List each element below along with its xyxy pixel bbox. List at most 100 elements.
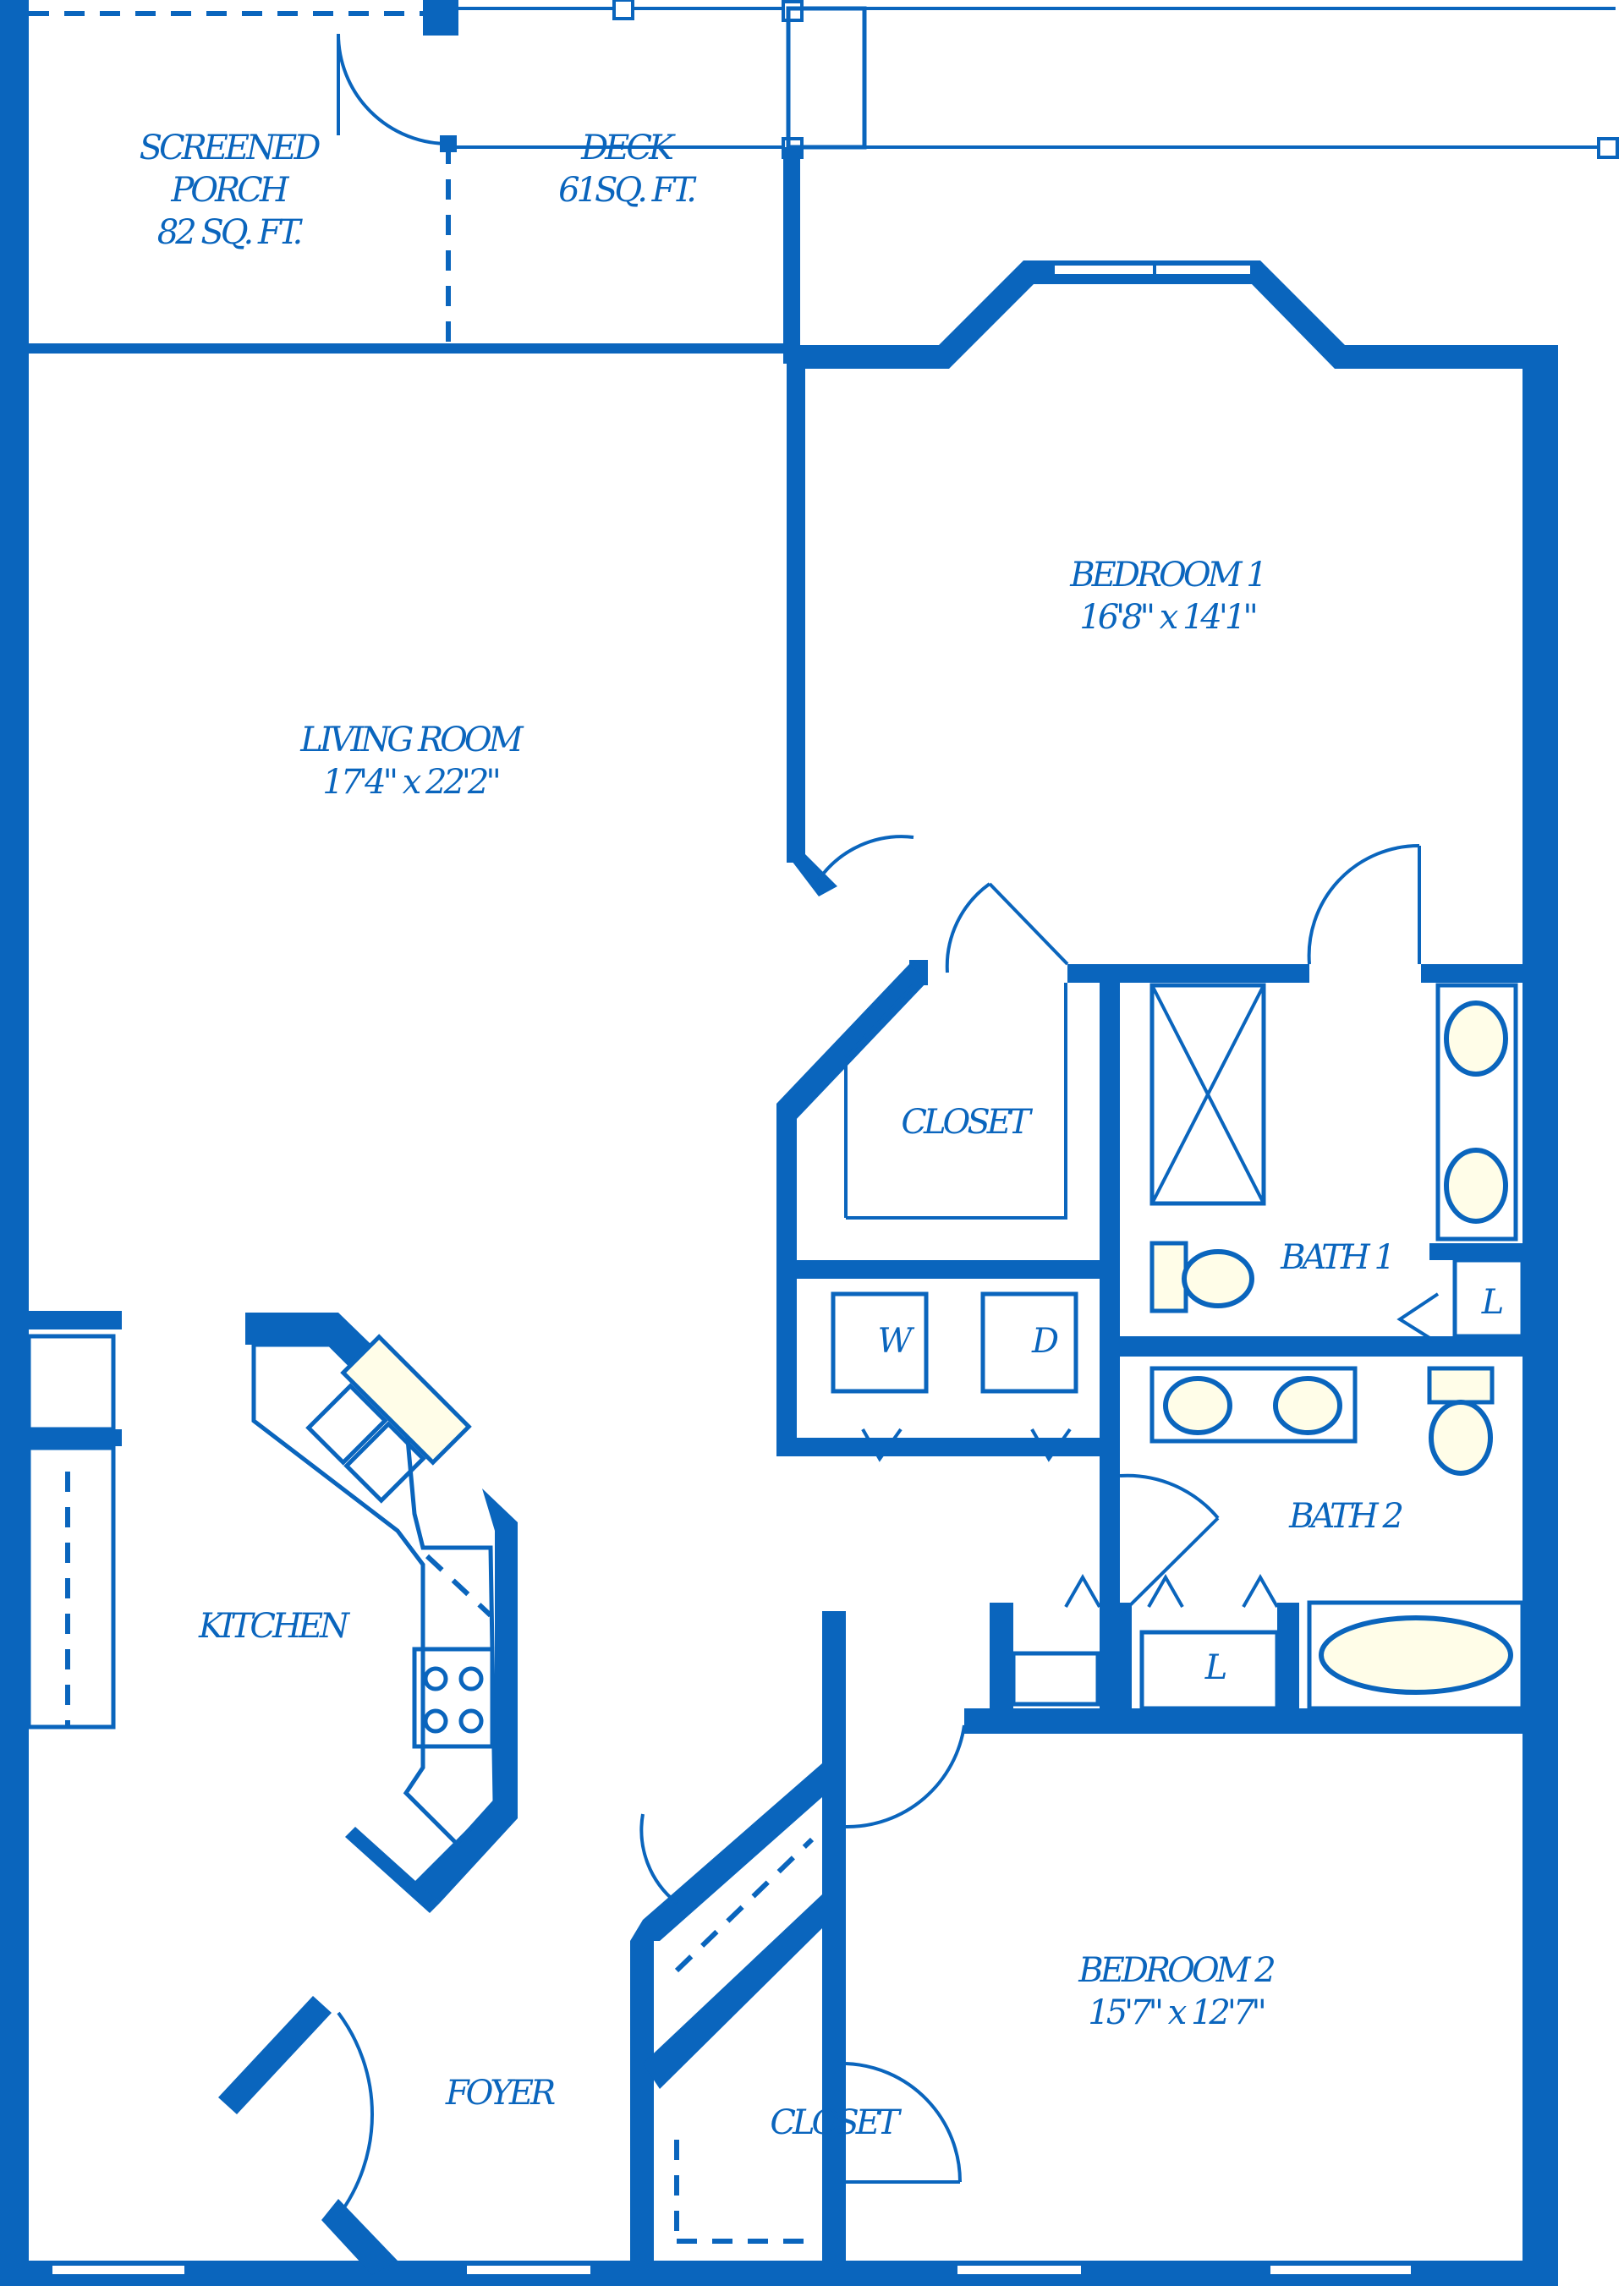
toilet-tank-bath2: [1427, 1366, 1495, 1405]
door-leaf-bath2: [1118, 1516, 1220, 1617]
wall-closet1-bottom: [795, 1260, 1116, 1279]
wall-bedroom1-bottom: [1067, 964, 1309, 983]
wall-bedroom2-left: [822, 1611, 846, 2286]
tub-basin-bath2: [1319, 1615, 1513, 1695]
kitchen-sink: [305, 1383, 426, 1504]
wall-kitchen-top: [29, 1311, 122, 1329]
sink-bath1-a: [1444, 1000, 1508, 1077]
door-arc-bath1: [1307, 843, 1420, 965]
kitchen-dash: [425, 1554, 493, 1618]
wall-peninsula-end: [345, 1827, 440, 1913]
label-bath1: BATH 1: [1281, 1236, 1396, 1279]
door-arc-bedroom1: [817, 835, 914, 881]
bath2-name: BATH 2: [1289, 1497, 1404, 1536]
label-living-room: LIVING ROOM 17'4" x 22'2": [300, 719, 523, 803]
wall-left-exterior: [0, 0, 29, 2286]
wall-porch-bottom: [29, 343, 790, 354]
wall-entry-diag: [218, 1996, 332, 2114]
toilet-tank-bath1: [1149, 1241, 1188, 1313]
wall-bedroom1-bay: [790, 260, 1556, 369]
linen-bath1-label: L: [1481, 1283, 1505, 1322]
kitchen-cabinet-upper: [26, 1334, 116, 1432]
bath2-fixtures: [1011, 1366, 1525, 1711]
washer: [831, 1291, 929, 1394]
living-room-dims: 17'4" x 22'2": [322, 763, 501, 802]
vanity-bath1: [1435, 983, 1518, 1242]
door-arc-entry: [337, 2011, 374, 2217]
foyer-name: FOYER: [445, 2074, 556, 2113]
sink-bath2-a: [1163, 1376, 1232, 1435]
screened-porch-area: 82 SQ. FT.: [156, 213, 304, 252]
closet2-rod-a: [674, 1837, 815, 1973]
bath1-name: BATH 1: [1281, 1238, 1396, 1277]
linen-door-bath2-c: [1242, 1573, 1279, 1608]
dishwasher: [340, 1334, 472, 1466]
shower-bath1: [1149, 983, 1266, 1206]
door-leaf-closet1: [988, 882, 1069, 966]
window-closet2: [464, 2262, 594, 2278]
toilet-bowl-bath2: [1429, 1400, 1493, 1476]
wall-bath2-stub: [1108, 1603, 1132, 1713]
sink-bath2-b: [1273, 1376, 1342, 1435]
vanity-bath2: [1149, 1366, 1358, 1444]
deck-post: [612, 0, 634, 20]
kitchen-range: [412, 1647, 495, 1749]
door-arc-closet1: [945, 882, 991, 973]
closet-shelving: [65, 983, 1067, 2244]
toilet-bowl-bath1: [1182, 1249, 1254, 1308]
door-swings: [337, 33, 1421, 2217]
door-arc-closet2: [845, 2062, 962, 2183]
linen-bath2: [1139, 1630, 1280, 1711]
wall-closet2-diag2: [643, 1894, 822, 2089]
linen-bath2-label: L: [1204, 1648, 1228, 1687]
label-closet2: CLOSET: [770, 2102, 899, 2144]
closet1-shelf-diag: [844, 984, 915, 1059]
wall-deck-right: [783, 147, 800, 364]
wall-foyer-corner: [321, 2199, 398, 2275]
sink-bath1-b: [1444, 1148, 1508, 1224]
label-screened-porch: SCREENED PORCH 82 SQ. FT.: [139, 127, 321, 254]
windows: [49, 262, 1414, 2278]
door-arc-bath2: [1119, 1473, 1220, 1520]
wall-closet1-diag: [776, 964, 928, 1121]
label-closet1: CLOSET: [901, 1101, 1030, 1143]
laundry: [831, 1291, 1078, 1462]
screened-porch-name-1: SCREENED: [139, 129, 321, 167]
wall-jog: [787, 854, 837, 896]
living-room-name: LIVING ROOM: [300, 721, 523, 759]
screened-porch-name-2: PORCH: [171, 171, 288, 210]
deck-post: [782, 0, 804, 22]
bedroom1-dims: 16'8" x 14'1": [1079, 598, 1258, 637]
washer-label: W: [877, 1322, 913, 1361]
wall-kitchen-peninsula: [414, 1488, 518, 1903]
linen-door-bath2-b: [1147, 1573, 1184, 1608]
deck-name: DECK: [581, 129, 674, 167]
label-bath2: BATH 2: [1289, 1495, 1404, 1538]
bath1-fixtures: [1149, 983, 1525, 1342]
hall-cabinet: [1011, 1651, 1100, 1707]
deck-post: [1597, 137, 1619, 159]
dryer: [980, 1291, 1078, 1394]
wall-kitchen-mid: [29, 1429, 122, 1446]
window-bedroom2-a: [954, 2262, 1084, 2278]
label-bedroom1: BEDROOM 1 16'8" x 14'1": [1070, 554, 1267, 639]
wall-bath-divider: [1120, 1336, 1531, 1357]
kitchen-fixtures: [26, 1334, 497, 1847]
wall-living-bedroom1: [787, 355, 805, 863]
deck-stair: [786, 6, 867, 150]
wall-right-exterior: [1522, 345, 1558, 2286]
dryer-label: D: [1031, 1322, 1060, 1361]
tub-bath2: [1307, 1600, 1525, 1711]
laundry-bifold: [861, 1428, 903, 1462]
door-arc-porch: [337, 33, 449, 145]
window-bay-b: [1153, 262, 1254, 277]
wall-closet2-left: [630, 1941, 654, 2286]
label-foyer: FOYER: [445, 2072, 556, 2114]
label-kitchen: KITCHEN: [199, 1605, 349, 1647]
linen-door-bath2-a: [1064, 1573, 1101, 1608]
laundry-bifold: [1030, 1428, 1072, 1462]
wall-bath-left: [1100, 964, 1120, 1725]
